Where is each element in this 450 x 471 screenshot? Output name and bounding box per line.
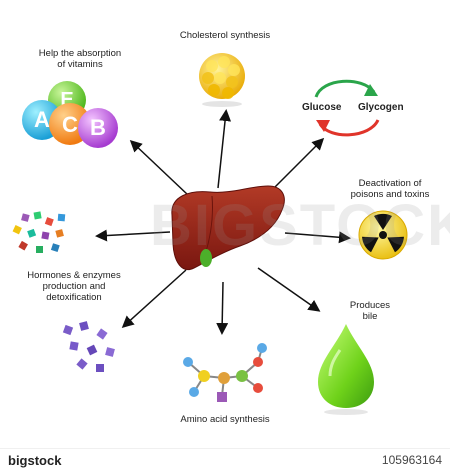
liver-shape	[171, 185, 285, 270]
liver-illustration	[171, 185, 285, 270]
gallbladder-shape	[200, 249, 212, 267]
label-amino-text: Amino acid synthesis	[180, 414, 270, 425]
bile-drop-icon	[318, 324, 374, 415]
label-bile: Produces bile	[340, 300, 400, 322]
arrow-amino	[216, 281, 229, 335]
label-vitamins: Help the absorption of vitamins	[20, 48, 140, 70]
watermark-text: BIGSTOCK	[150, 193, 450, 258]
footer-brand: bigstock	[8, 453, 62, 468]
vitamin-a-letter: A	[34, 107, 50, 132]
vitamin-b-ball	[78, 108, 118, 148]
label-bile-line2: bile	[362, 311, 378, 322]
label-cholesterol: Cholesterol synthesis	[170, 30, 280, 41]
footer-image-id: 105963164	[381, 453, 442, 467]
label-glycogen-text: Glycogen	[358, 102, 404, 113]
label-poisons-line2: poisons and toxins	[350, 189, 430, 200]
label-poisons-line1: Deactivation of	[358, 178, 422, 189]
glucose-glycogen-cycle	[314, 79, 380, 137]
label-hormones-line2: production and	[42, 281, 106, 292]
label-glucose: Glucose	[302, 102, 341, 113]
label-hormones-line3: detoxification	[46, 292, 102, 303]
arrow-detox-cubes	[121, 269, 187, 329]
arrow-hormones	[95, 229, 171, 242]
amino-acid-molecule-icon	[183, 343, 267, 402]
arrow-cholesterol	[217, 109, 232, 189]
label-hormones-line1: Hormones & enzymes	[27, 270, 121, 281]
radiation-icon	[358, 210, 408, 260]
label-poisons: Deactivation of poisons and toxins	[340, 178, 440, 200]
label-hormones: Hormones & enzymes production and detoxi…	[14, 270, 134, 303]
stock-footer: bigstock 105963164	[0, 448, 450, 471]
detox-cubes-icon	[62, 321, 115, 372]
label-vitamins-line2: of vitamins	[57, 59, 103, 70]
arrow-poisons	[284, 231, 351, 244]
arrows	[95, 109, 351, 335]
cholesterol-icon	[199, 53, 245, 107]
label-glycogen: Glycogen	[358, 102, 404, 113]
vitamins-icon: E A C B	[22, 81, 118, 148]
vitamin-b-letter: B	[90, 115, 106, 140]
arrow-glucose-glycogen	[269, 137, 325, 193]
label-cholesterol-text: Cholesterol synthesis	[179, 30, 271, 41]
vitamin-c-letter: C	[62, 112, 78, 137]
label-amino: Amino acid synthesis	[165, 414, 285, 425]
label-glucose-text: Glucose	[302, 102, 342, 113]
label-vitamins-line1: Help the absorption	[38, 48, 122, 59]
arrow-vitamins	[129, 139, 189, 196]
arrow-bile	[257, 267, 321, 312]
label-bile-line1: Produces	[349, 300, 391, 311]
hormones-cubes-icon	[12, 211, 66, 253]
